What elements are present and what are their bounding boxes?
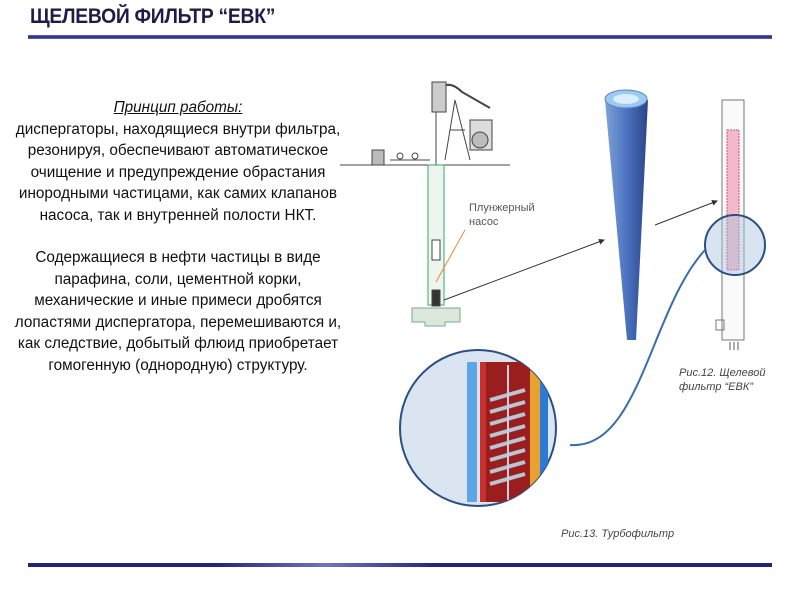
title-divider	[28, 35, 772, 39]
principle-text: Принцип работы: диспергаторы, находящиес…	[8, 97, 348, 376]
zoom-connector-curve	[569, 249, 706, 447]
figure-13-caption: Рис.13. Турбофильтр	[561, 528, 675, 540]
pump-label-line2: насос	[469, 216, 499, 228]
footer-divider	[28, 563, 772, 567]
principle-heading: Принцип работы:	[113, 99, 243, 116]
evk-filter-schematic	[704, 99, 766, 350]
arrow-to-filter	[443, 238, 605, 301]
principle-paragraph-1: диспергаторы, находящиеся внутри фильтра…	[15, 120, 341, 224]
slide-title: ЩЕЛЕВОЙ ФИЛЬТР “ЕВК”	[30, 5, 276, 28]
turbofilter-cutaway	[399, 349, 557, 507]
pump-label: Плунжерный насос	[469, 201, 535, 229]
zoom-circle-small	[704, 214, 766, 276]
arrow-to-evk	[654, 200, 718, 226]
pumpjack-diagram	[340, 81, 510, 327]
pump-label-line1: Плунжерный	[469, 202, 535, 214]
pump-pointer-line	[435, 229, 466, 283]
figure-12-caption-line1: Рис.12. Щелевой	[679, 367, 766, 379]
turbofilter-image	[604, 89, 648, 340]
figure-12-caption: Рис.12. Щелевой фильтр “ЕВК”	[679, 366, 765, 394]
principle-paragraph-2: Содержащиеся в нефти частицы в виде пара…	[14, 249, 342, 374]
figure-12-caption-line2: фильтр “ЕВК”	[679, 381, 753, 393]
